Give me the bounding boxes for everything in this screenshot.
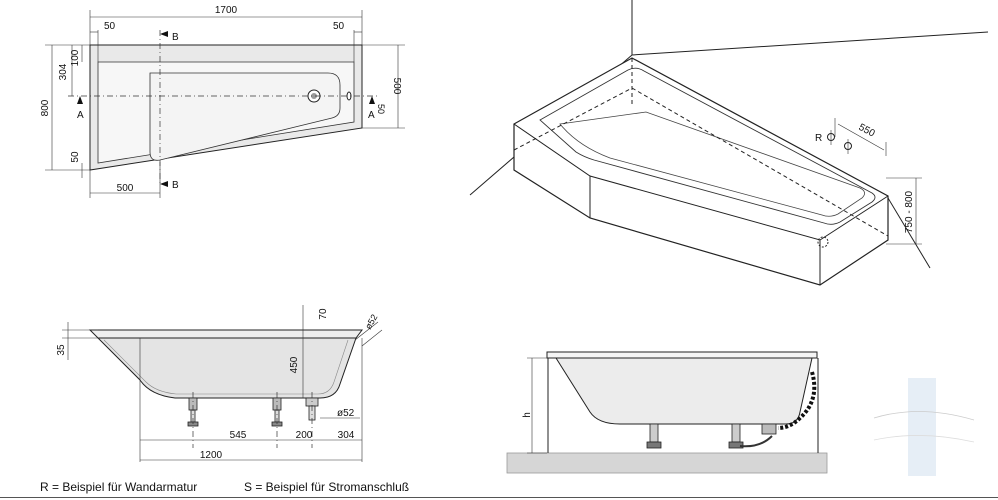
tub-body-install: [555, 357, 813, 425]
dim-500-bottom: 500: [117, 183, 134, 194]
dim-304: 304: [338, 430, 355, 441]
floor-block: [506, 452, 828, 474]
isometric-view: R 550 750 - 800: [469, 0, 989, 286]
tub-rim-side: [88, 329, 363, 339]
dim-500-right: 500: [391, 78, 402, 95]
dim-1700: 1700: [215, 5, 238, 16]
install-foot-left: [649, 423, 659, 443]
basin-plan: [149, 72, 341, 161]
waste-trap: [761, 423, 777, 435]
overflow-pipe: [777, 371, 817, 430]
dim-50-diag: 50: [376, 104, 386, 114]
dim-750-800: 750 - 800: [904, 190, 915, 233]
footer-divider: [0, 497, 998, 498]
dim-100: 100: [70, 49, 81, 66]
dim-200: 200: [296, 430, 313, 441]
basin-iso: [559, 111, 865, 217]
tub-body-side: [96, 337, 357, 399]
install-foot-right: [731, 423, 741, 443]
dim-d52-top: ø52: [363, 313, 379, 331]
wall-tap-icon: [827, 130, 852, 154]
caption-r-note: R = Beispiel für Wandarmatur: [40, 480, 198, 494]
dim-1200: 1200: [200, 450, 223, 461]
dim-50-bottom: 50: [70, 151, 81, 163]
dim-h: h: [522, 412, 533, 418]
section-a-right: A: [368, 110, 375, 121]
top-view-plan: 1700 50 50 800 304 100 50 500 50 500 B: [40, 5, 405, 198]
label-r: R: [815, 133, 822, 144]
dim-545: 545: [230, 430, 247, 441]
dim-50-left: 50: [104, 21, 116, 32]
dim-50-right: 50: [333, 21, 345, 32]
tub-rim-install: [546, 351, 818, 359]
dim-550: 550: [857, 122, 877, 140]
drain-center: [311, 93, 317, 99]
side-view: 35 70 450 ø52 ø52 545 200 304 1200: [56, 305, 383, 462]
dim-800: 800: [40, 99, 51, 116]
section-b-top: B: [172, 32, 179, 43]
dim-d52-low: ø52: [337, 408, 355, 419]
watermark: [873, 378, 975, 476]
dim-70: 70: [318, 308, 329, 320]
section-a-left: A: [77, 110, 84, 121]
section-b-bottom: B: [172, 180, 179, 191]
dim-304: 304: [58, 63, 69, 80]
installation-view: h: [506, 351, 828, 474]
dim-450: 450: [289, 356, 300, 373]
tub-body-iso: [513, 57, 889, 286]
socket-icon: [817, 236, 829, 248]
tub-rim-iso: [539, 67, 876, 225]
dim-35: 35: [56, 344, 67, 356]
caption-s-note: S = Beispiel für Stromanschluß: [244, 480, 410, 494]
